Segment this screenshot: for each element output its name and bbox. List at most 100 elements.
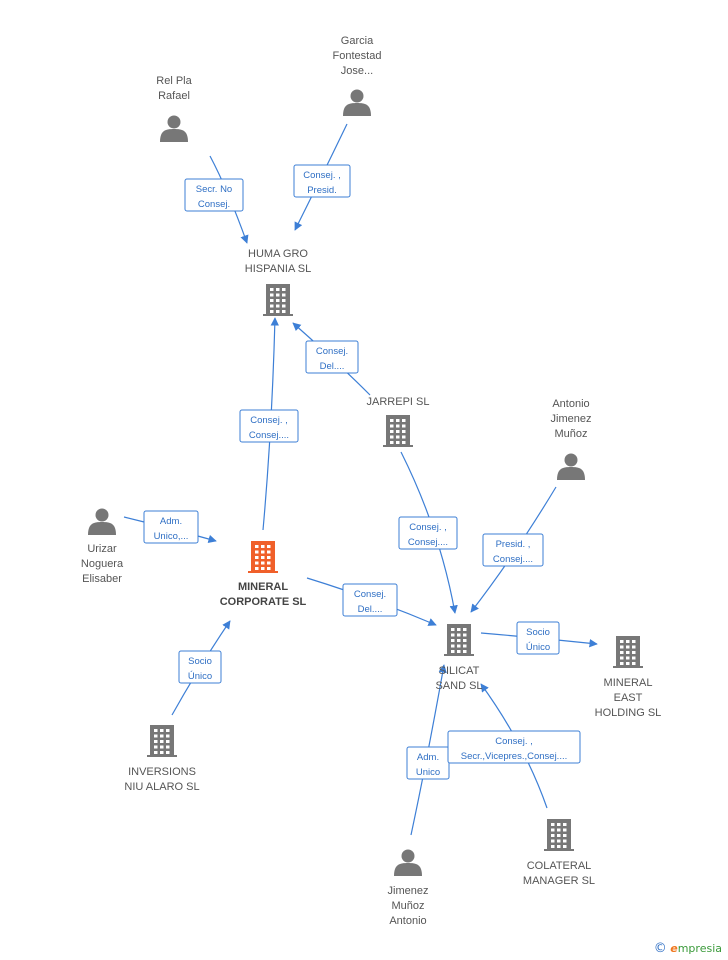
edge-e11[interactable]: Adm. Unico [406, 664, 450, 836]
building-icon [147, 725, 177, 757]
role-label-box[interactable] [239, 409, 299, 443]
role-label: Presid. [307, 185, 337, 196]
node-huma[interactable]: HUMA GRO HISPANIA SL [245, 248, 311, 316]
role-label-box[interactable] [447, 730, 581, 764]
person-icon [343, 89, 371, 116]
role-label: Único [188, 671, 212, 682]
role-label: Unico [416, 767, 440, 778]
role-label-box[interactable] [398, 516, 458, 550]
node-mineral[interactable]: MINERAL CORPORATE SL [220, 541, 307, 608]
node-east[interactable]: MINERAL EAST HOLDING SL [595, 636, 662, 719]
edge-e5[interactable]: Adm. Unico,... [123, 510, 217, 544]
edge-e12[interactable]: Consej. , Secr.,Vicepres.,Consej.... [447, 683, 581, 809]
person-icon [88, 508, 116, 535]
node-label: Antonio [552, 398, 589, 410]
node-label: Jose... [341, 65, 373, 77]
node-garcia[interactable]: GarciaFontestadJose... [333, 35, 382, 116]
empresia-logo-text: mpresia [677, 942, 722, 955]
building-icon [383, 415, 413, 447]
person-icon [394, 849, 422, 876]
node-label: NIU ALARO SL [124, 781, 199, 793]
role-label-box[interactable] [516, 621, 560, 655]
node-label: MINERAL [604, 677, 653, 689]
node-label: SILICAT [439, 665, 480, 677]
role-label: Consej. [316, 346, 348, 357]
role-label-box[interactable] [305, 340, 359, 374]
role-label: Consej. , [250, 415, 288, 426]
edge-e8[interactable]: Presid. , Consej.... [470, 486, 557, 613]
node-colateral[interactable]: COLATERAL MANAGER SL [523, 819, 595, 887]
node-label: MINERAL [238, 581, 288, 593]
node-label: Urizar [87, 543, 117, 555]
role-label-box[interactable] [342, 583, 398, 617]
copyright-icon: © [653, 941, 667, 956]
role-label-box[interactable] [482, 533, 544, 567]
role-label: Consej. , [495, 736, 533, 747]
node-label: Fontestad [333, 50, 382, 62]
role-label: Consej. [198, 199, 230, 210]
role-label: Consej. [354, 589, 386, 600]
person-icon [160, 115, 188, 142]
node-label: SAND SL [435, 680, 482, 692]
role-label: Único [526, 642, 550, 653]
role-label: Secr.,Vicepres.,Consej.... [461, 751, 568, 762]
node-label: MANAGER SL [523, 875, 595, 887]
role-label: Del.... [358, 604, 383, 615]
edge-e3[interactable]: Consej.Del.... [292, 322, 371, 396]
node-inversions[interactable]: INVERSIONS NIU ALARO SL [124, 725, 200, 793]
role-label: Adm. [160, 516, 182, 527]
node-label: Rafael [158, 90, 190, 102]
building-icon [263, 284, 293, 316]
node-label: COLATERAL [527, 860, 592, 872]
role-label-box[interactable] [184, 178, 244, 212]
building-icon [248, 541, 278, 573]
node-label: HISPANIA SL [245, 263, 311, 275]
edge-e7[interactable]: Consej. ,Consej.... [398, 451, 458, 614]
role-label: Consej.... [249, 430, 289, 441]
node-label: Jimenez [551, 413, 592, 425]
role-label: Consej.... [408, 537, 448, 548]
node-label: Rel Pla [156, 75, 192, 87]
building-icon [613, 636, 643, 668]
role-label-box[interactable] [143, 510, 199, 544]
role-label: Consej.... [493, 554, 533, 565]
person-icon [557, 453, 585, 480]
node-label: Muñoz [391, 900, 424, 912]
node-jarrepi[interactable]: JARREPI SL [367, 396, 430, 447]
empresia-logo-initial: e [670, 942, 678, 955]
role-label: Unico,... [154, 531, 189, 542]
role-label-box[interactable] [178, 650, 222, 684]
role-label-box[interactable] [293, 164, 351, 198]
role-label: Socio [188, 656, 212, 667]
node-label: Muñoz [554, 428, 587, 440]
building-icon [444, 624, 474, 656]
node-label: HOLDING SL [595, 707, 662, 719]
node-label: Jimenez [388, 885, 429, 897]
node-label: HUMA GRO [248, 248, 308, 260]
node-label: INVERSIONS [128, 766, 196, 778]
role-label: Presid. , [496, 539, 531, 550]
building-icon [544, 819, 574, 851]
edge-e4[interactable]: Consej. , Consej.... [239, 317, 299, 531]
node-label: Noguera [81, 558, 124, 570]
node-label: Elisaber [82, 573, 122, 585]
node-label: CORPORATE SL [220, 596, 307, 608]
node-label: EAST [614, 692, 643, 704]
empresia-brand: © empresia [654, 941, 722, 956]
node-label: JARREPI SL [367, 396, 430, 408]
node-silicat[interactable]: SILICAT SAND SL [435, 624, 483, 692]
edge-e6[interactable]: Consej. Del.... [306, 577, 437, 626]
edge-e2[interactable]: Consej. , Presid. [293, 123, 351, 231]
role-label: Adm. [417, 752, 439, 763]
role-label: Socio [526, 627, 550, 638]
node-label: Antonio [389, 915, 426, 927]
role-label: Consej. , [303, 170, 341, 181]
